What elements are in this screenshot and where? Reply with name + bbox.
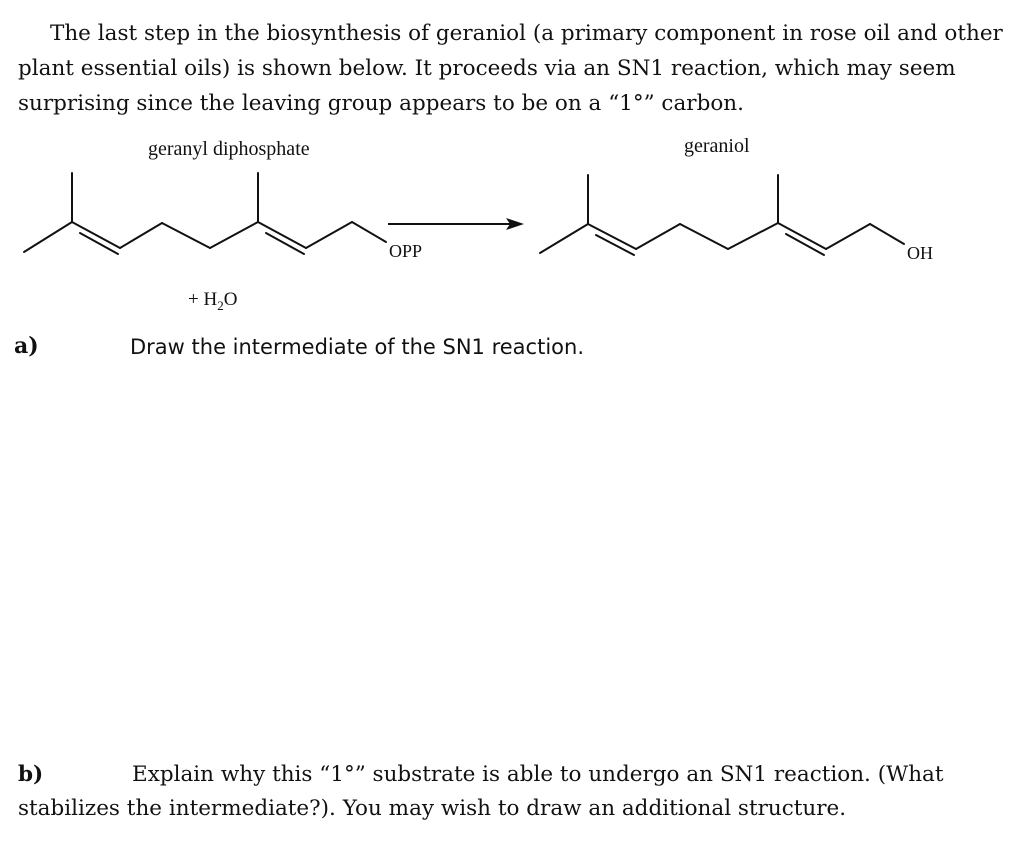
bond [869, 223, 905, 245]
bond [635, 223, 681, 250]
geranyl-diphosphate-structure [23, 172, 387, 255]
water-reagent-label: + H2O [188, 289, 237, 313]
question-a-text: Draw the intermediate of the SN1 reactio… [130, 335, 585, 359]
double-bond-line [265, 232, 305, 255]
bond [539, 223, 589, 254]
question-b-text: Explain why this “1°” substrate is able … [18, 762, 944, 821]
geraniol-structure [539, 174, 905, 256]
bond [679, 223, 729, 250]
double-bond-line [595, 234, 635, 256]
intro-text: The last step in the biosynthesis of ger… [18, 21, 1003, 116]
bond [351, 221, 387, 243]
question-b-letter: b) [18, 762, 44, 787]
double-bond-line [785, 233, 825, 256]
bond [161, 222, 211, 249]
arrow-head [506, 218, 524, 230]
bond [71, 221, 121, 249]
bond [23, 221, 73, 253]
reaction-scheme: OPP OH + H2O [23, 172, 933, 313]
bond [305, 221, 353, 249]
product-name: geraniol [684, 135, 750, 157]
leaving-group-label: OPP [389, 241, 422, 261]
bond [257, 221, 307, 249]
intro-paragraph: The last step in the biosynthesis of ger… [18, 16, 1008, 121]
bond [727, 222, 779, 250]
question-b: b)Explain why this “1°” substrate is abl… [18, 758, 1008, 826]
question-a-letter: a) [14, 333, 39, 359]
bond [119, 222, 163, 249]
double-bond-line [79, 232, 119, 255]
product-group-label: OH [907, 243, 933, 263]
bond [777, 222, 827, 250]
reactant-name: geranyl diphosphate [148, 138, 310, 160]
bond [209, 221, 259, 249]
reaction-arrow [388, 218, 524, 230]
bond [587, 223, 637, 250]
bond [825, 223, 871, 250]
